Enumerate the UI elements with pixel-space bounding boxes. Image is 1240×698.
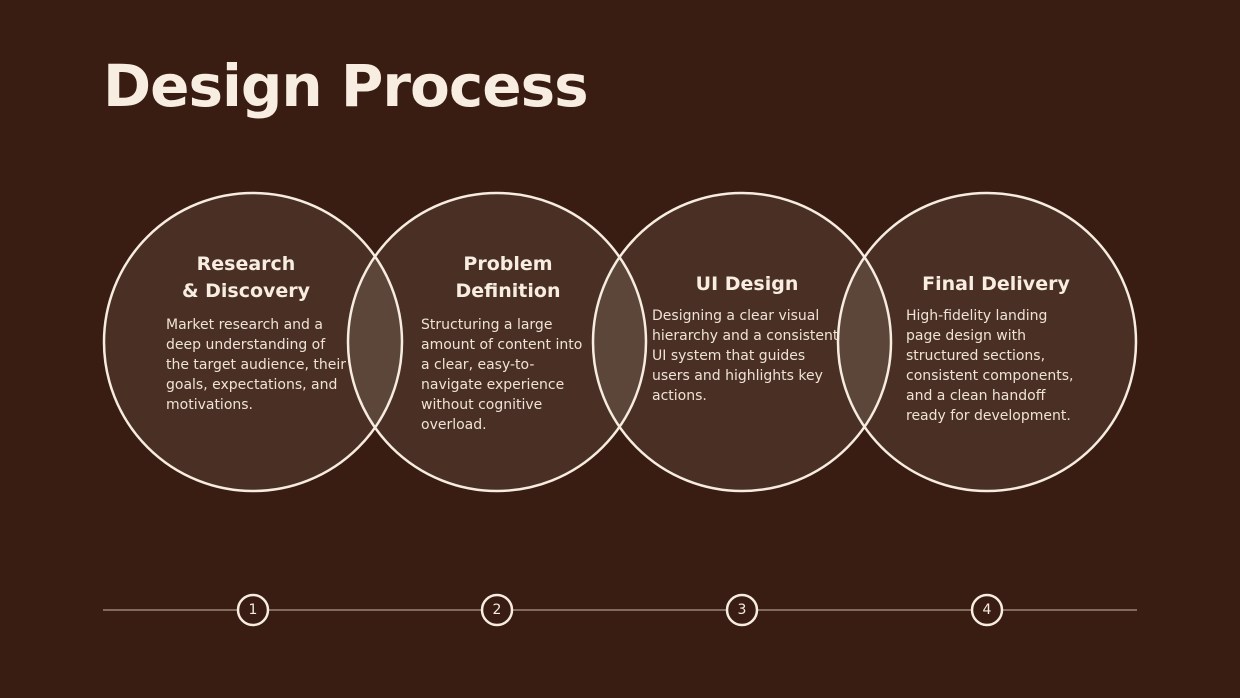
timeline-marker-3	[725, 593, 759, 627]
step-title: Final Delivery	[906, 271, 1086, 298]
step-title: Problem Definition	[421, 251, 595, 305]
circle-fill-4	[838, 193, 1136, 491]
step-title-line2: Definition	[455, 280, 561, 302]
step-number-2: 2	[492, 602, 502, 618]
step-title-line2: & Discovery	[181, 280, 311, 302]
step-description: Designing a clear visual hierarchy and a…	[652, 308, 839, 404]
step-card-problem-definition: Problem Definition Structuring a large a…	[421, 251, 591, 435]
step-title: UI Design	[652, 271, 842, 298]
step-number-1: 1	[248, 602, 258, 618]
step-card-ui-design: UI Design Designing a clear visual hiera…	[652, 271, 842, 406]
step-title-line1: Research	[196, 253, 296, 275]
circle-outline-4	[836, 191, 1138, 493]
timeline-marker-4	[970, 593, 1004, 627]
circle-outline-1	[102, 191, 404, 493]
step-title: Research & Discovery	[156, 251, 336, 305]
step-description: Market research and a deep understanding…	[166, 317, 346, 413]
step-card-final-delivery: Final Delivery High-fidelity landing pag…	[906, 271, 1076, 426]
step-title-line1: UI Design	[695, 273, 799, 295]
circle-fill-3	[593, 193, 891, 491]
step-title-line1: Final Delivery	[922, 273, 1070, 295]
step-number-4: 4	[982, 602, 992, 618]
circle-fill-1	[104, 193, 402, 491]
step-card-research: Research & Discovery Market research and…	[166, 251, 346, 415]
step-description: High-fidelity landing page design with s…	[906, 308, 1074, 424]
step-title-line1: Problem	[463, 253, 553, 275]
circle-fill-2	[348, 193, 646, 491]
timeline-marker-1	[236, 593, 270, 627]
page-title: Design Process	[103, 52, 589, 120]
circle-outline-3	[591, 191, 893, 493]
timeline-marker-2	[480, 593, 514, 627]
step-number-3: 3	[737, 602, 747, 618]
step-description: Structuring a large amount of content in…	[421, 317, 583, 433]
circle-outline-2	[346, 191, 648, 493]
